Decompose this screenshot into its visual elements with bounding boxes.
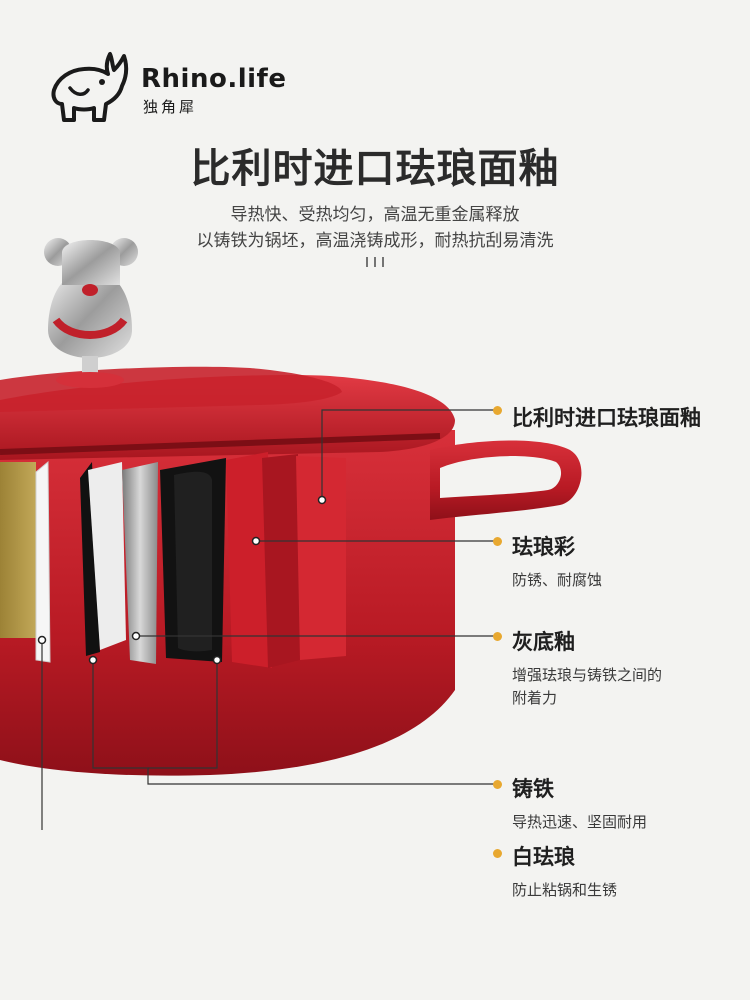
subtitle-line-1: 导热快、受热均匀，高温无重金属释放 [230,205,520,225]
callout-desc-line: 增强珐琅与铸铁之间的 [512,666,663,684]
callout-dot-ground-coat [493,632,502,641]
page-title: 比利时进口珐琅面釉 [190,146,560,192]
pot-cross-section-illustration [0,238,582,830]
callout-enamel-color: 珐琅彩 防锈、耐腐蚀 [512,531,602,592]
callout-ground-coat: 灰底釉 增强珐琅与铸铁之间的 附着力 [512,626,662,710]
callout-dot-glaze [493,406,502,415]
subtitle-line-2: 以铸铁为锅坯，高温浇铸成形，耐热抗刮易清洗 [196,231,554,251]
callout-title: 灰底釉 [512,630,575,654]
callout-dot-enamel-color [493,537,502,546]
callout-cast-iron: 铸铁 导热迅速、坚固耐用 [512,773,647,834]
callout-dot-white-enamel [493,849,502,858]
rhino-logo-icon [51,52,129,122]
brand-subname: 独角犀 [143,98,198,116]
callout-desc: 防锈、耐腐蚀 [512,571,603,589]
callout-desc-line: 附着力 [512,689,558,707]
callout-title: 铸铁 [512,777,554,801]
callout-desc: 防止粘锅和生锈 [512,881,618,899]
callout-glaze: 比利时进口珐琅面釉 [512,402,701,432]
callout-title: 白珐琅 [512,845,575,869]
callout-white-enamel: 白珐琅 防止粘锅和生锈 [512,841,617,902]
brand-name: Rhino.life [141,64,287,94]
callout-title: 珐琅彩 [512,535,575,559]
callout-desc: 增强珐琅与铸铁之间的 附着力 [512,664,662,710]
callout-desc: 导热迅速、坚固耐用 [512,813,648,831]
callout-title: 比利时进口珐琅面釉 [512,406,701,430]
divider-ticks [366,257,384,267]
callout-dot-cast-iron [493,780,502,789]
